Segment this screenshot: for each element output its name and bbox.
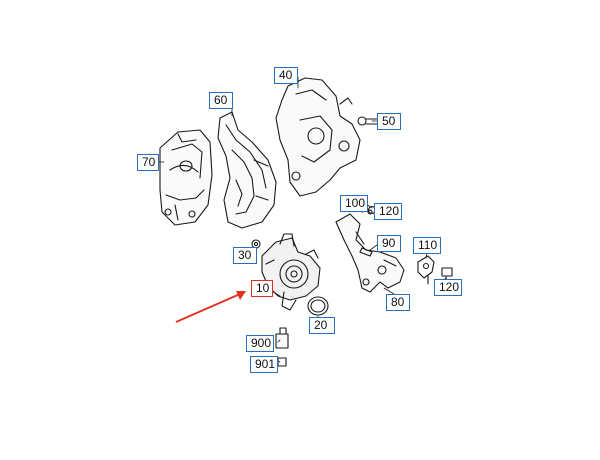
callout-100[interactable]: 100 bbox=[340, 195, 368, 212]
part-901-terminal bbox=[277, 357, 287, 367]
selection-arrow bbox=[175, 291, 246, 323]
part-90-bolt bbox=[359, 247, 373, 257]
part-70-cover bbox=[159, 129, 213, 226]
callout-20[interactable]: 20 bbox=[309, 317, 335, 334]
callout-30[interactable]: 30 bbox=[233, 247, 257, 264]
callout-120-right[interactable]: 120 bbox=[434, 279, 462, 296]
callout-110[interactable]: 110 bbox=[413, 237, 441, 254]
callout-90[interactable]: 90 bbox=[377, 235, 401, 252]
part-20-o-ring bbox=[307, 296, 329, 316]
callout-120-upper[interactable]: 120 bbox=[374, 203, 402, 220]
part-80-lever-bracket bbox=[335, 213, 405, 293]
part-60-belt bbox=[217, 111, 277, 229]
callout-60[interactable]: 60 bbox=[209, 92, 233, 109]
callout-10[interactable]: 10 bbox=[251, 280, 273, 297]
part-110-clip bbox=[417, 255, 435, 285]
callout-50[interactable]: 50 bbox=[377, 113, 401, 130]
callout-900[interactable]: 900 bbox=[246, 335, 274, 352]
callout-70[interactable]: 70 bbox=[137, 154, 159, 171]
callout-80[interactable]: 80 bbox=[386, 294, 410, 311]
part-10-water-pump bbox=[261, 233, 321, 311]
part-120-nut-upper bbox=[367, 209, 373, 215]
part-900-connector bbox=[275, 327, 289, 349]
part-40-bracket bbox=[275, 77, 361, 197]
callout-40[interactable]: 40 bbox=[274, 67, 298, 84]
callout-901[interactable]: 901 bbox=[250, 356, 278, 373]
